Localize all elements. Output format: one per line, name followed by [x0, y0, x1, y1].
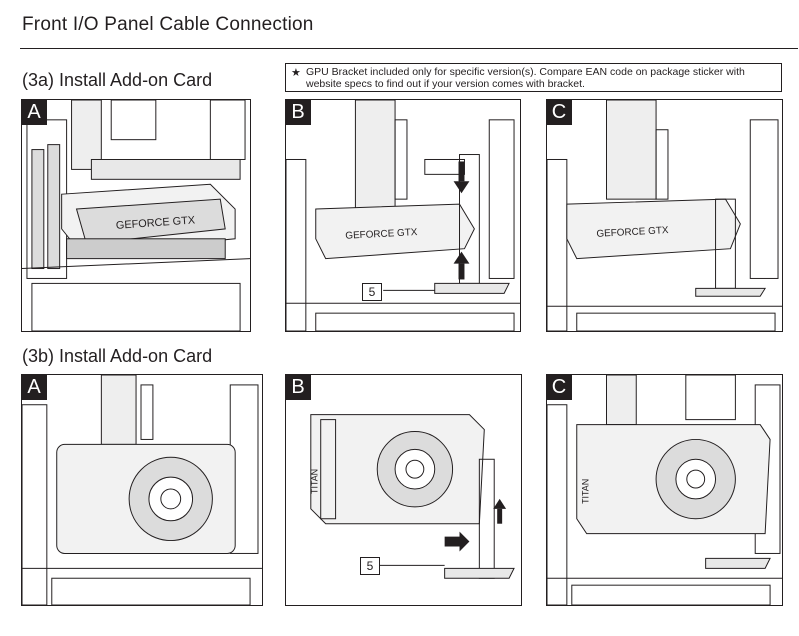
panel-3b-a: A: [21, 374, 263, 606]
panel-3a-c: C GEFORCE GTX: [546, 99, 783, 332]
section-3b-heading: (3b) Install Add-on Card: [22, 346, 213, 366]
panel-label: A: [22, 100, 47, 125]
panel-3a-b: B GEFORCE GTX 5: [285, 99, 521, 332]
panel-3b-b: B TITAN 5: [285, 374, 522, 606]
illustration-titan-bracket: TITAN: [310, 414, 515, 579]
star-icon: ★: [291, 67, 301, 79]
card-brand-label: GEFORCE GTX: [596, 225, 669, 240]
bracket-note-text: GPU Bracket included only for specific v…: [306, 66, 745, 90]
title-divider: [20, 48, 798, 49]
panel-3b-c: C TITAN: [546, 374, 783, 606]
illustration-titan-installed: TITAN: [547, 375, 782, 605]
illustration-bracket-install: GEFORCE GTX: [286, 100, 520, 331]
illustration-case-interior: GEFORCE GTX: [22, 100, 250, 331]
card-brand-label: GEFORCE GTX: [345, 227, 418, 242]
panel-label: C: [547, 375, 572, 400]
panel-3a-a: A GEFORCE GTX: [21, 99, 251, 332]
section-3a-heading: (3a) Install Add-on Card: [22, 70, 213, 90]
callout-number: 5: [360, 557, 380, 575]
panel-label: A: [22, 375, 47, 400]
card-brand-label: TITAN: [581, 479, 591, 504]
illustration-card-installed: GEFORCE GTX: [547, 100, 782, 331]
card-brand-label: TITAN: [310, 469, 320, 494]
panel-label: B: [286, 100, 311, 125]
callout-number: 5: [362, 283, 382, 301]
panel-label: C: [547, 100, 572, 125]
card-brand-label: GEFORCE GTX: [116, 214, 197, 232]
illustration-titan-in-case: [22, 375, 262, 605]
panel-label: B: [286, 375, 311, 400]
page-title: Front I/O Panel Cable Connection: [22, 14, 314, 35]
bracket-note: ★ GPU Bracket included only for specific…: [285, 63, 782, 92]
